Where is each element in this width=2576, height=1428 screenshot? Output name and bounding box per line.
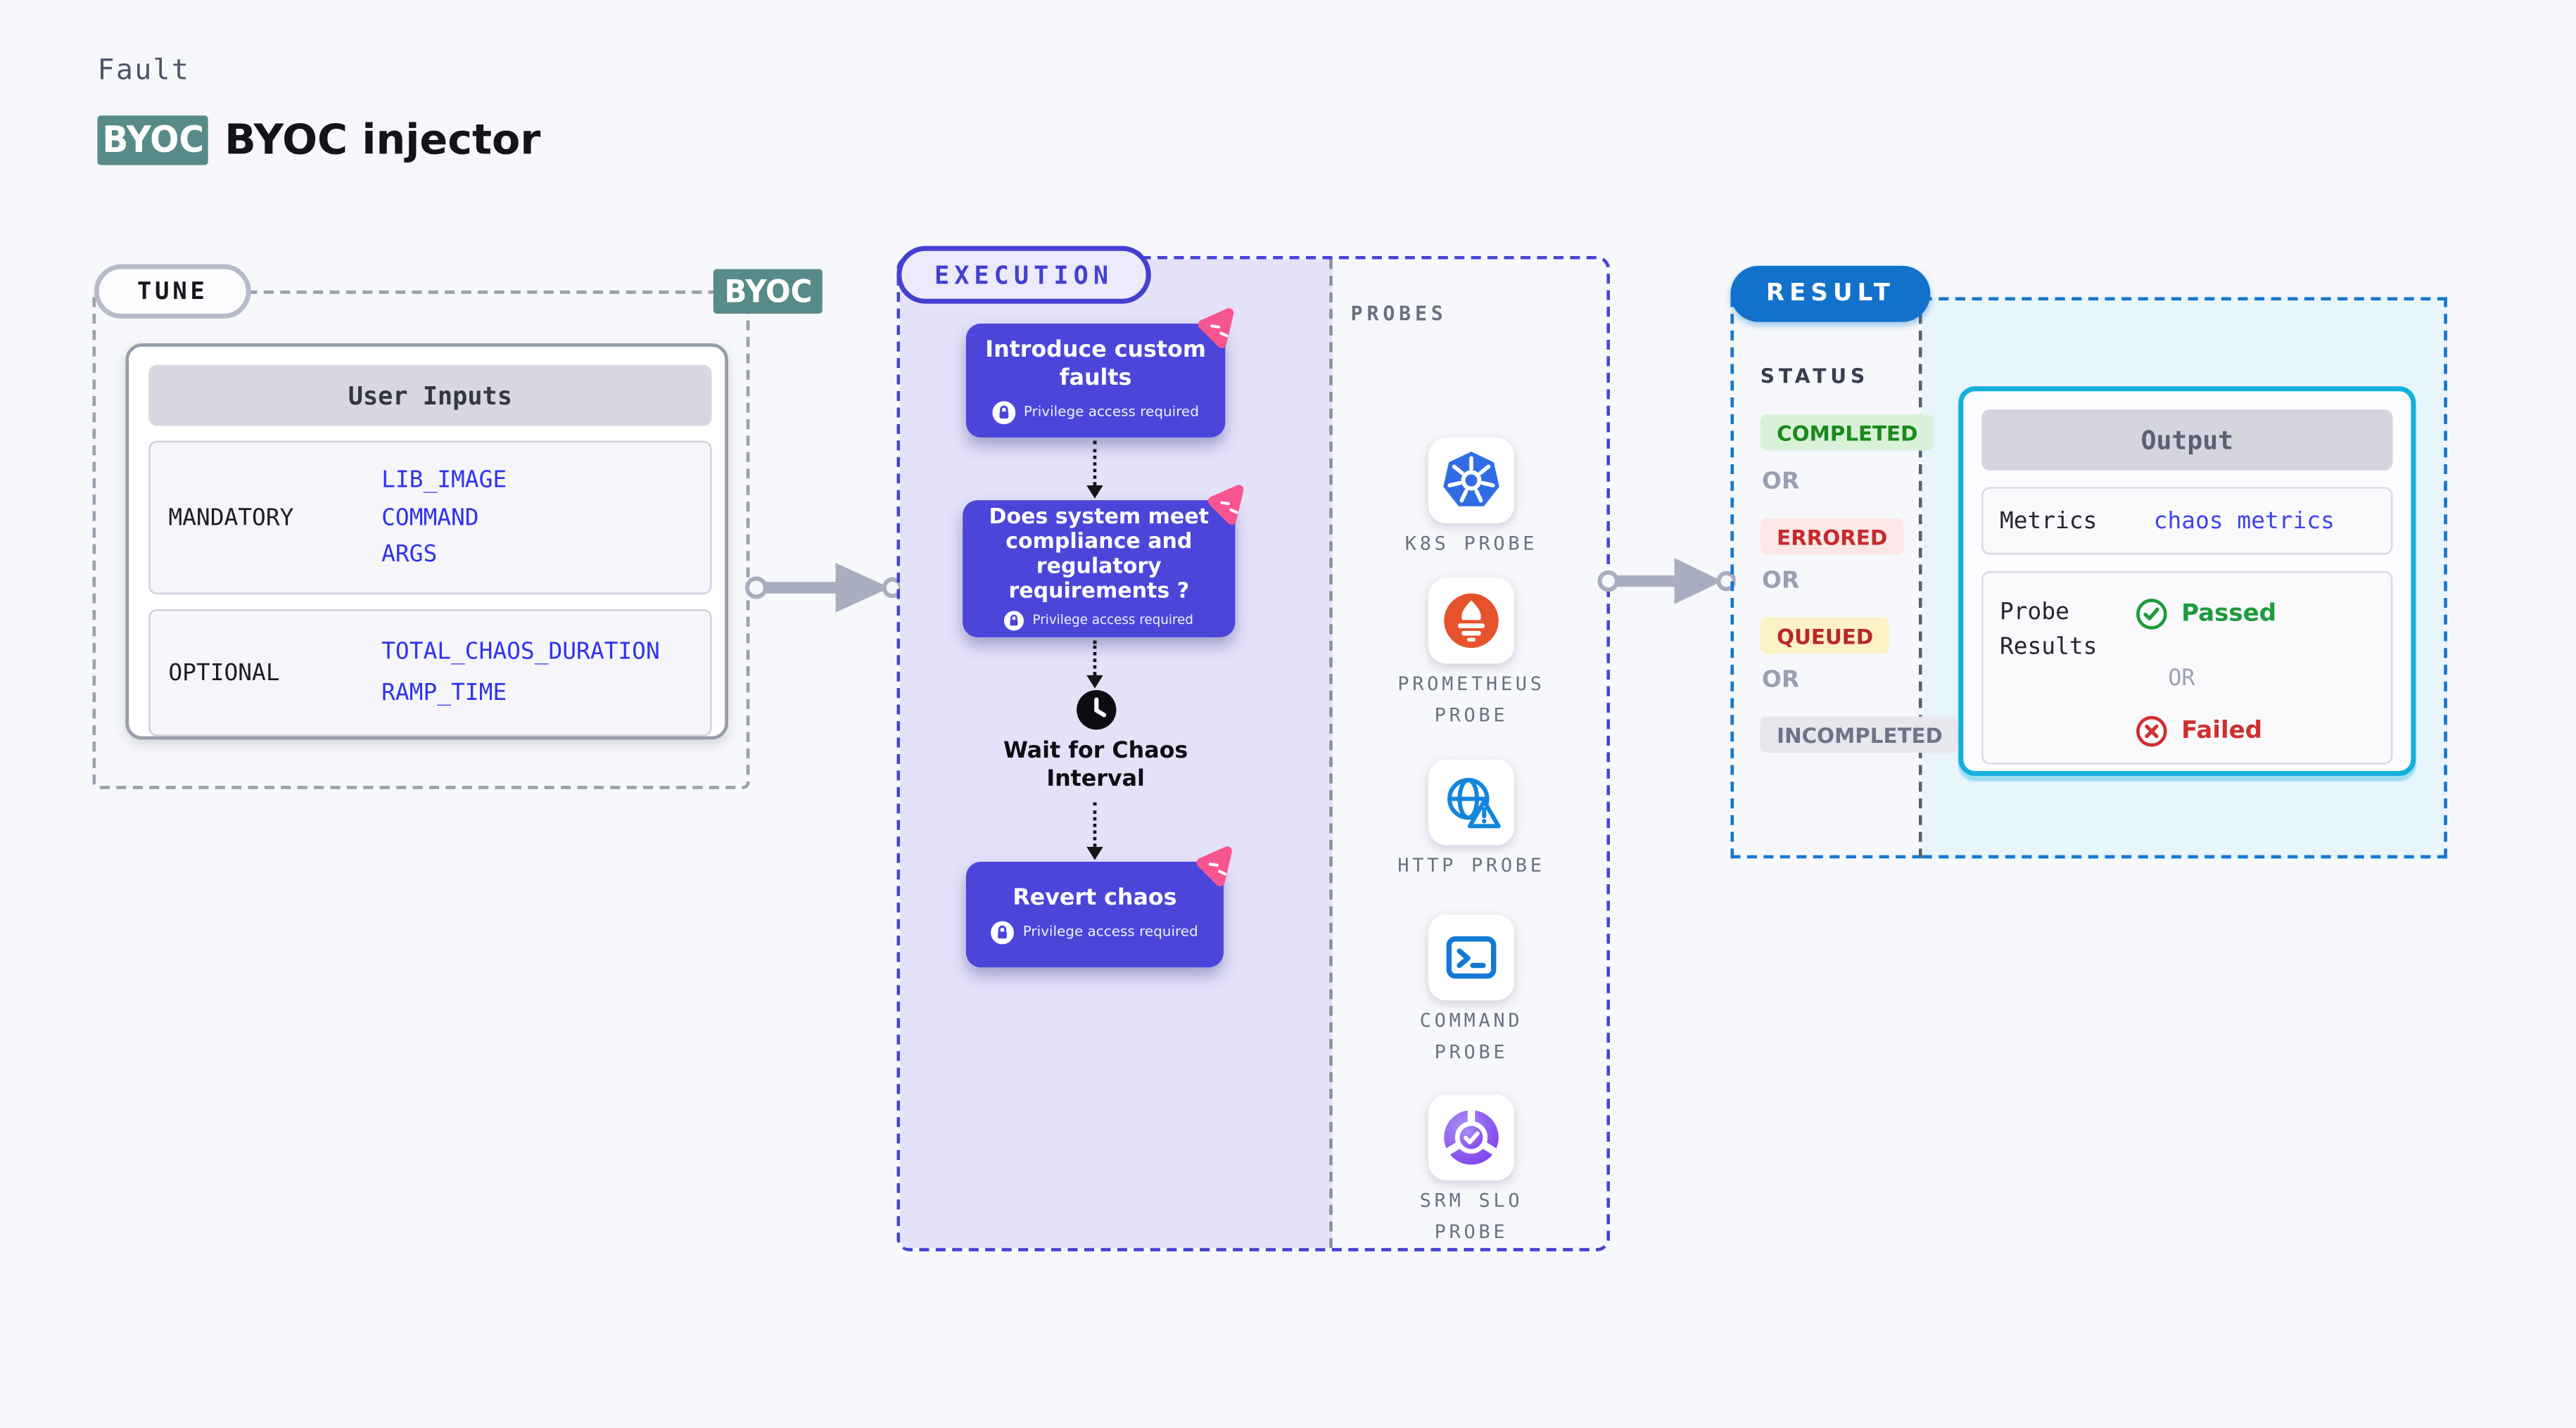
step-revert-chaos: Revert chaos Privilege access required [965,846,1232,968]
byoc-badge: BYOC [97,115,208,165]
probe-label: COMMAND PROBE [1419,1008,1523,1064]
input-command: COMMAND [381,504,479,531]
dotted-connector [1093,640,1097,675]
step-title: Does system meet compliance and regulato… [989,505,1210,604]
input-ramp-time: RAMP_TIME [381,680,507,707]
privilege-row: Privilege access required [991,922,1198,945]
or-label: OR [2168,665,2195,692]
globe-warning-icon [1447,777,1501,829]
probe-card-command [1428,914,1515,1001]
lock-icon [992,401,1016,425]
optional-row: OPTIONAL TOTAL_CHAOS_DURATION RAMP_TIME [148,608,712,737]
fault-kicker: Fault [97,54,191,88]
clock-icon [1077,689,1117,730]
arrow-right-icon [744,563,902,613]
output-card: Output Metrics chaos metrics Probe Resul… [1958,386,2416,776]
privilege-row: Privilege access required [1004,610,1193,630]
output-header: Output [1981,409,2393,471]
dotted-connector [1093,440,1097,485]
privilege-label: Privilege access required [1022,924,1198,942]
status-badge-errored: ERRORED [1760,518,1904,555]
optional-values: TOTAL_CHAOS_DURATION RAMP_TIME [381,611,710,734]
execution-section-label: EXECUTION [896,246,1151,304]
status-badge-incompleted: INCOMPLETED [1760,716,1960,753]
tune-byoc-badge: BYOC [713,269,823,314]
probe-label: HTTP PROBE [1397,853,1545,877]
or-label: OR [1762,468,1800,496]
result-section-label: RESULT [1730,265,1931,322]
passed-label: Passed [2181,601,2277,627]
tune-section-box [92,291,750,789]
passed-result: Passed [2135,598,2276,631]
privilege-row: Privilege access required [992,401,1199,425]
mandatory-row: MANDATORY LIB_IMAGE COMMAND ARGS [148,440,712,594]
status-badge-completed: COMPLETED [1760,414,1934,451]
tune-byoc-badge-label: BYOC [723,273,812,310]
terminal-icon [1446,936,1497,979]
optional-label: OPTIONAL [168,659,280,687]
probe-card-srm-slo [1428,1094,1515,1180]
user-inputs-header: User Inputs [148,364,712,426]
privilege-label: Privilege access required [1032,613,1193,628]
failed-label: Failed [2181,718,2263,745]
probe-results-label: Probe Results [1999,599,2098,661]
byoc-badge-label: BYOC [101,120,204,161]
failed-result: Failed [2135,715,2262,748]
wait-for-chaos-interval-label: Wait for Chaos Interval [1003,738,1188,792]
chaos-flag-icon [1198,308,1234,348]
or-label: OR [1762,667,1800,694]
metrics-label: Metrics [1999,507,2098,535]
lock-icon [991,922,1015,945]
probe-label: SRM SLO PROBE [1419,1188,1523,1244]
arrow-down-icon [1086,485,1103,499]
probe-card-k8s [1428,437,1515,523]
status-badge-queued: QUEUED [1760,617,1890,654]
mandatory-values: LIB_IMAGE COMMAND ARGS [381,442,710,593]
status-title: STATUS [1760,364,1870,388]
probes-column-label: PROBES [1350,302,1447,326]
tune-section-label: TUNE [94,264,251,319]
lock-icon [1004,610,1024,630]
step-title: Introduce custom faults [985,336,1206,391]
chaos-flag-icon [1196,846,1232,886]
user-inputs-card: User Inputs MANDATORY LIB_IMAGE COMMAND … [125,343,728,740]
arrow-right-icon [1597,558,1736,604]
mandatory-label: MANDATORY [168,504,294,531]
metrics-row: Metrics chaos metrics [1981,487,2393,555]
input-lib-image: LIB_IMAGE [381,466,507,494]
input-args: ARGS [381,542,438,568]
probe-results-row: Probe Results Passed OR Failed [1981,570,2393,765]
prometheus-icon [1444,593,1499,649]
step-compliance-check: Does system meet compliance and regulato… [963,485,1244,637]
dotted-connector [1093,802,1097,847]
or-label: OR [1762,568,1800,594]
input-total-chaos-duration: TOTAL_CHAOS_DURATION [381,639,660,665]
step-introduce-custom-faults: Introduce custom faults Privilege access… [965,308,1234,438]
kubernetes-icon [1443,452,1499,506]
arrow-down-icon [1086,675,1103,689]
check-circle-icon [2136,599,2167,630]
x-circle-icon [2136,715,2167,747]
chaos-flag-icon [1207,485,1244,525]
step-title: Revert chaos [1013,884,1177,911]
probe-label: PROMETHEUS PROBE [1397,672,1545,727]
probe-card-http [1428,759,1515,846]
probe-label: K8S PROBE [1404,531,1538,555]
metrics-value: chaos metrics [2153,507,2335,535]
srm-slo-icon [1444,1110,1499,1165]
page-title: BYOC injector [224,115,541,164]
probe-card-prometheus [1428,578,1515,664]
privilege-label: Privilege access required [1023,404,1199,421]
arrow-down-icon [1086,846,1103,860]
